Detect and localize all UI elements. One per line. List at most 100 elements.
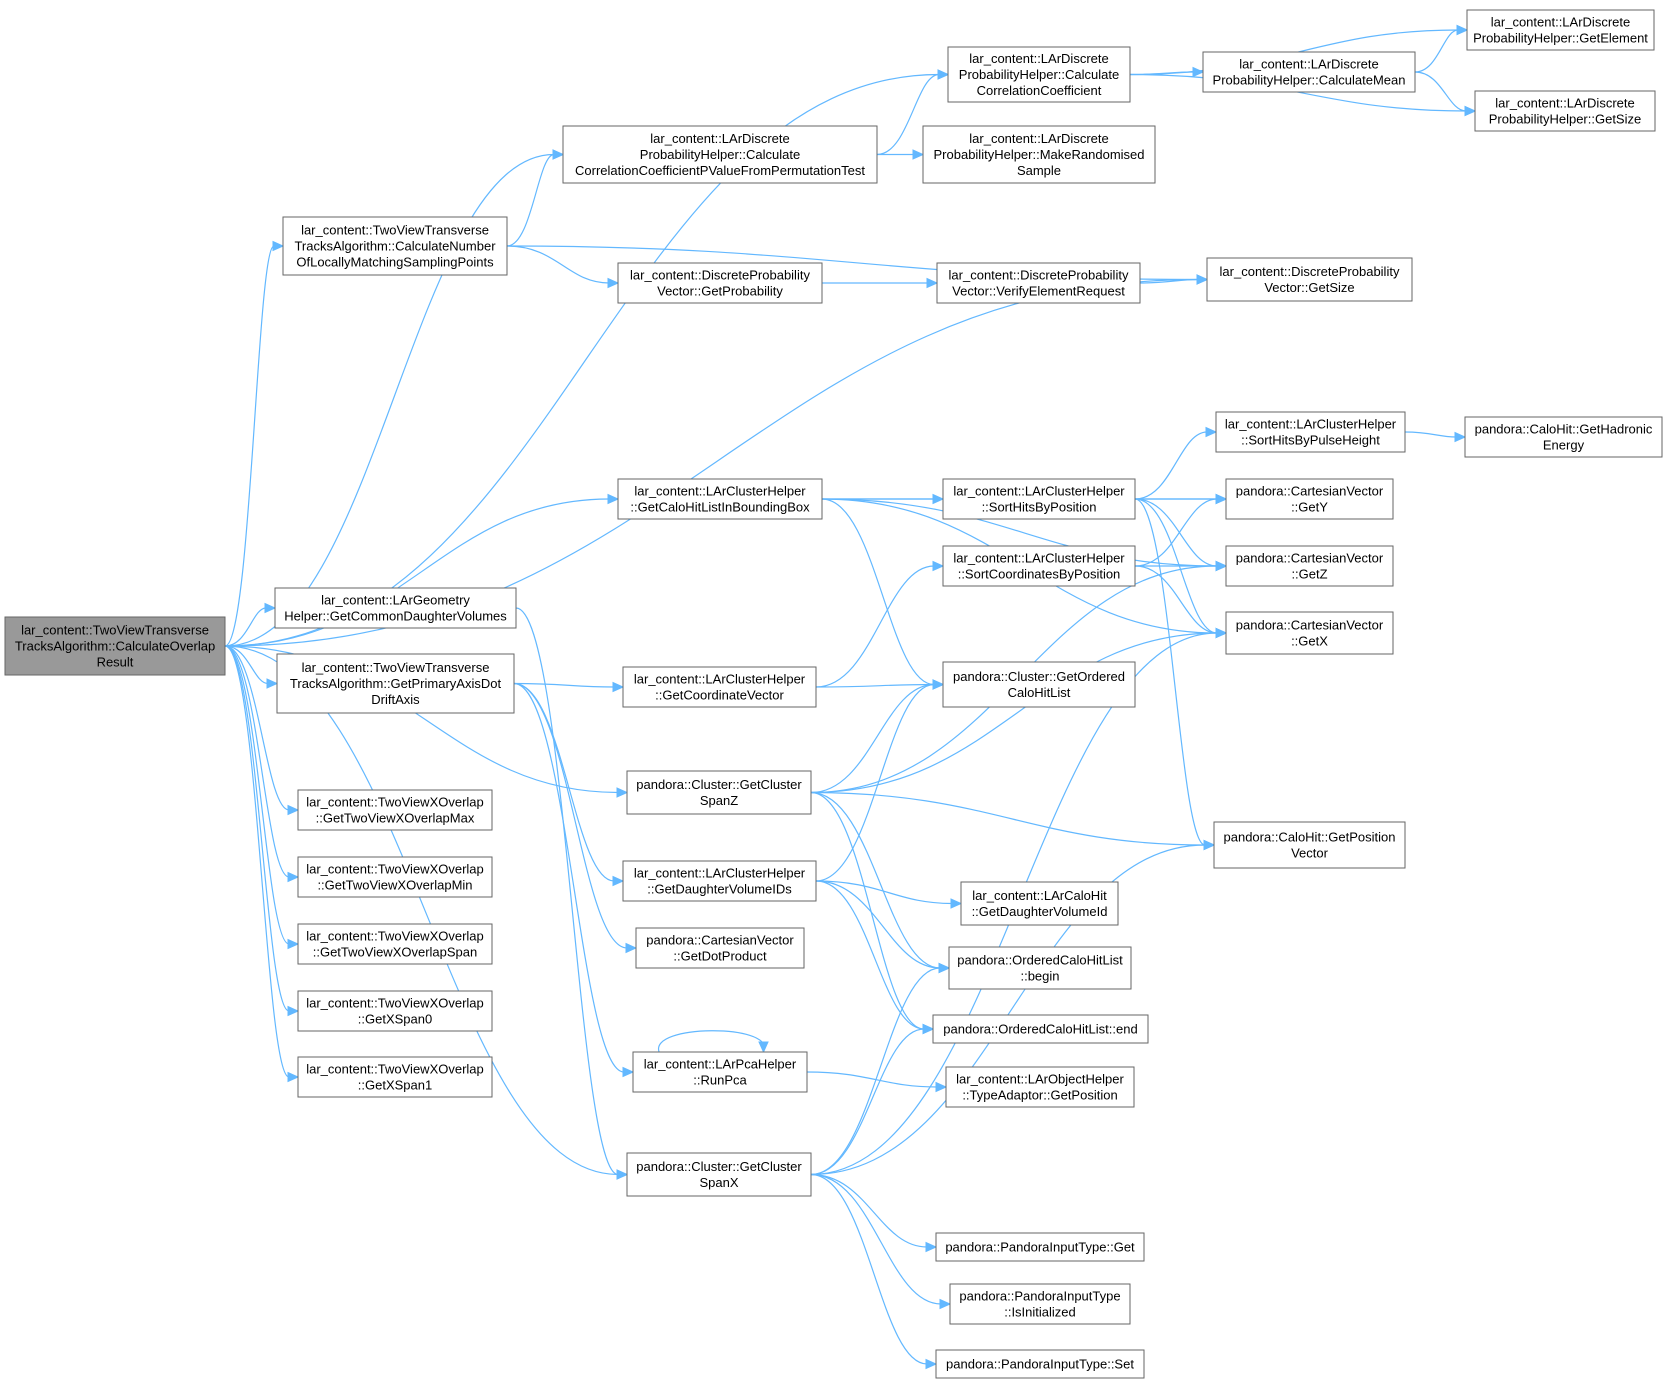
node-getprob[interactable]: lar_content::DiscreteProbabilityVector::… [617, 262, 823, 304]
node-daughterid[interactable]: lar_content::LArCaloHit::GetDaughterVolu… [960, 881, 1119, 926]
node-calcnum[interactable]: lar_content::TwoViewTransverseTracksAlgo… [282, 216, 508, 276]
edge-primaryaxis-to-getcoordvec-arrowhead [612, 681, 625, 693]
edge-spanx-to-begin [810, 967, 941, 1176]
node-overlapmin[interactable]: lar_content::TwoViewXOverlap::GetTwoView… [297, 856, 493, 898]
node-getz-label-line: pandora::CartesianVector [1236, 551, 1384, 566]
node-xspan1[interactable]: lar_content::TwoViewXOverlap::GetXSpan1 [297, 1056, 493, 1098]
node-dotproduct-box [635, 927, 805, 969]
node-commondaughter[interactable]: lar_content::LArGeometryHelper::GetCommo… [274, 587, 517, 629]
node-sortcoord-label-line: lar_content::LArClusterHelper [953, 551, 1125, 566]
node-primaryaxis-box [276, 653, 515, 714]
edge-permtest-to-corrcoef [876, 73, 940, 156]
node-getz[interactable]: pandora::CartesianVector::GetZ [1225, 545, 1394, 587]
node-daughterids[interactable]: lar_content::LArClusterHelper::GetDaught… [622, 860, 817, 902]
node-corrcoef[interactable]: lar_content::LArDiscreteProbabilityHelpe… [947, 46, 1131, 103]
edge-daughterids-to-begin [815, 880, 941, 969]
edge-primaryaxis-to-runpca-arrowhead [622, 1066, 635, 1078]
node-begin[interactable]: pandora::OrderedCaloHitList::begin [948, 946, 1132, 990]
node-sortpos-label-line: ::SortHitsByPosition [982, 500, 1097, 515]
node-isinit[interactable]: pandora::PandoraInputType::IsInitialized [949, 1283, 1131, 1325]
edge-daughterids-to-daughterid-arrowhead [950, 898, 963, 909]
node-sortpulse[interactable]: lar_content::LArClusterHelper::SortHitsB… [1215, 411, 1406, 453]
node-end-box [932, 1014, 1149, 1044]
node-randsample-label-line: ProbabilityHelper::MakeRandomised [934, 147, 1145, 162]
node-orderedlist-box [942, 661, 1136, 708]
edge-getprob-to-verify-arrowhead [926, 277, 939, 289]
node-overlapspan-label-line: lar_content::TwoViewXOverlap [306, 929, 484, 944]
node-verify[interactable]: lar_content::DiscreteProbabilityVector::… [936, 262, 1141, 304]
edge-getcalo-to-orderedlist [821, 498, 935, 686]
node-commondaughter-label-line: Helper::GetCommonDaughterVolumes [284, 609, 507, 624]
node-sortcoord[interactable]: lar_content::LArClusterHelper::SortCoord… [942, 545, 1136, 587]
node-begin-box [948, 946, 1132, 990]
node-spanx-box [626, 1152, 812, 1197]
edge-daughterids-to-orderedlist-arrowhead [932, 679, 945, 690]
node-getcoordvec[interactable]: lar_content::LArClusterHelper::GetCoordi… [622, 666, 817, 708]
node-getx[interactable]: pandora::CartesianVector::GetX [1225, 611, 1394, 655]
node-getsizeH[interactable]: lar_content::LArDiscreteProbabilityHelpe… [1474, 90, 1656, 132]
node-runpca[interactable]: lar_content::LArPcaHelper::RunPca [632, 1051, 808, 1093]
node-xspan1-box [297, 1056, 493, 1098]
edge-verify-to-getsizeV-arrowhead [1196, 274, 1209, 285]
node-commondaughter-box [274, 587, 517, 629]
node-xspan0-box [297, 990, 493, 1032]
edge-root-to-xspan1 [224, 645, 290, 1078]
node-overlapspan[interactable]: lar_content::TwoViewXOverlap::GetTwoView… [297, 923, 493, 965]
node-sortpulse-box [1215, 411, 1406, 453]
node-getcalo[interactable]: lar_content::LArClusterHelper::GetCaloHi… [617, 478, 823, 520]
edge-sortpulse-to-hadronic-arrowhead [1454, 431, 1467, 443]
edge-calcnum-to-getprob [506, 245, 610, 284]
node-overlapmax[interactable]: lar_content::TwoViewXOverlap::GetTwoView… [297, 789, 493, 831]
node-root-label-line: lar_content::TwoViewTransverse [21, 623, 209, 638]
node-xspan1-label-line: lar_content::TwoViewXOverlap [306, 1062, 484, 1077]
node-getsizeV-label-line: Vector::GetSize [1264, 280, 1354, 295]
node-runpca-box [632, 1051, 808, 1093]
node-calcnum-label-line: lar_content::TwoViewTransverse [301, 223, 489, 238]
node-calcmean[interactable]: lar_content::LArDiscreteProbabilityHelpe… [1202, 51, 1416, 93]
edge-sortpos-to-posvector [1134, 498, 1206, 846]
node-typeadaptor[interactable]: lar_content::LArObjectHelper::TypeAdapto… [945, 1066, 1135, 1108]
node-calcmean-label-line: lar_content::LArDiscrete [1239, 57, 1378, 72]
node-randsample-box [922, 125, 1156, 184]
node-getelement-box [1466, 9, 1655, 51]
node-permtest[interactable]: lar_content::LArDiscreteProbabilityHelpe… [562, 125, 878, 184]
node-inputset[interactable]: pandora::PandoraInputType::Set [935, 1349, 1145, 1379]
node-spanz-label-line: SpanZ [700, 793, 738, 808]
node-primaryaxis[interactable]: lar_content::TwoViewTransverseTracksAlgo… [276, 653, 515, 714]
edge-spanx-to-inputget [810, 1173, 928, 1248]
node-overlapmax-label-line: lar_content::TwoViewXOverlap [306, 795, 484, 810]
edge-root-to-overlapmax-arrowhead [287, 804, 300, 816]
node-xspan0[interactable]: lar_content::TwoViewXOverlap::GetXSpan0 [297, 990, 493, 1032]
node-root[interactable]: lar_content::TwoViewTransverseTracksAlgo… [4, 616, 226, 676]
node-dotproduct-label-line: pandora::CartesianVector [646, 933, 794, 948]
node-inputset-label-line: pandora::PandoraInputType::Set [946, 1357, 1134, 1372]
edge-primaryaxis-to-getcoordvec [513, 682, 615, 688]
edge-primaryaxis-to-dotproduct-arrowhead [625, 942, 638, 954]
node-randsample[interactable]: lar_content::LArDiscreteProbabilityHelpe… [922, 125, 1156, 184]
edge-primaryaxis-to-daughterids-arrowhead [612, 875, 625, 887]
edge-corrcoef-to-calcmean-arrowhead [1192, 66, 1205, 78]
edge-root-to-overlapmin-arrowhead [287, 871, 300, 883]
node-getx-box [1225, 611, 1394, 655]
node-gety[interactable]: pandora::CartesianVector::GetY [1225, 478, 1394, 520]
node-getsizeV[interactable]: lar_content::DiscreteProbabilityVector::… [1206, 257, 1413, 302]
node-inputget[interactable]: pandora::PandoraInputType::Get [935, 1232, 1145, 1262]
edge-runpca-to-runpca [658, 1030, 765, 1053]
node-getprob-label-line: Vector::GetProbability [657, 284, 783, 299]
node-dotproduct[interactable]: pandora::CartesianVector::GetDotProduct [635, 927, 805, 969]
node-getelement[interactable]: lar_content::LArDiscreteProbabilityHelpe… [1466, 9, 1655, 51]
node-spanz-box [626, 770, 812, 815]
node-typeadaptor-label-line: lar_content::LArObjectHelper [956, 1072, 1124, 1087]
node-calcmean-box [1202, 51, 1416, 93]
node-end[interactable]: pandora::OrderedCaloHitList::end [932, 1014, 1149, 1044]
node-overlapmin-label-line: ::GetTwoViewXOverlapMin [317, 878, 472, 893]
node-sortpos[interactable]: lar_content::LArClusterHelper::SortHitsB… [942, 478, 1136, 520]
node-permtest-label-line: lar_content::LArDiscrete [650, 131, 789, 146]
node-inputget-label-line: pandora::PandoraInputType::Get [945, 1240, 1135, 1255]
node-getelement-label-line: ProbabilityHelper::GetElement [1473, 31, 1648, 46]
